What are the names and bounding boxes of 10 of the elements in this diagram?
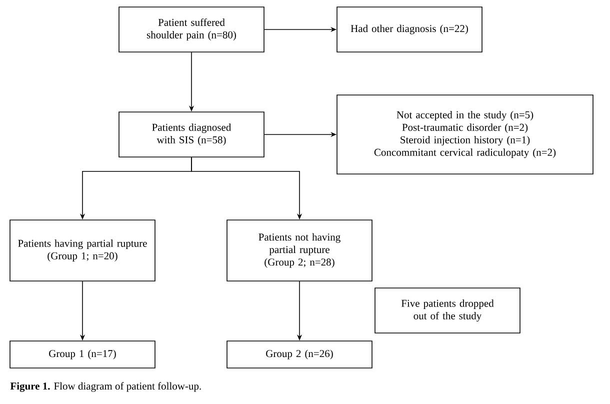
process-box: Patients having partial rupture (Group 1; n=20) <box>10 220 156 282</box>
note-box: Five patients dropped out of the study <box>374 288 520 334</box>
process-box: Had other diagnosis (n=22) <box>336 6 482 52</box>
process-box: Patients not having partial rupture (Group 2; n=28) <box>226 220 372 282</box>
process-box: Group 1 (n=17) <box>10 340 156 368</box>
process-box: Patients diagnosed with SIS (n=58) <box>118 112 264 158</box>
caption: Figure 1. Flow diagram of patient follow-up. <box>10 382 201 392</box>
process-box: Patient suffered shoulder pain (n=80) <box>118 6 264 52</box>
exclusion-box: Not accepted in the study (n=5) Post-traumatic disorder (n=2) Steroid injection history (n=1) Concommitant cervical radiculopaty (n=2) <box>336 94 594 174</box>
process-box: Group 2 (n=26) <box>226 340 372 368</box>
